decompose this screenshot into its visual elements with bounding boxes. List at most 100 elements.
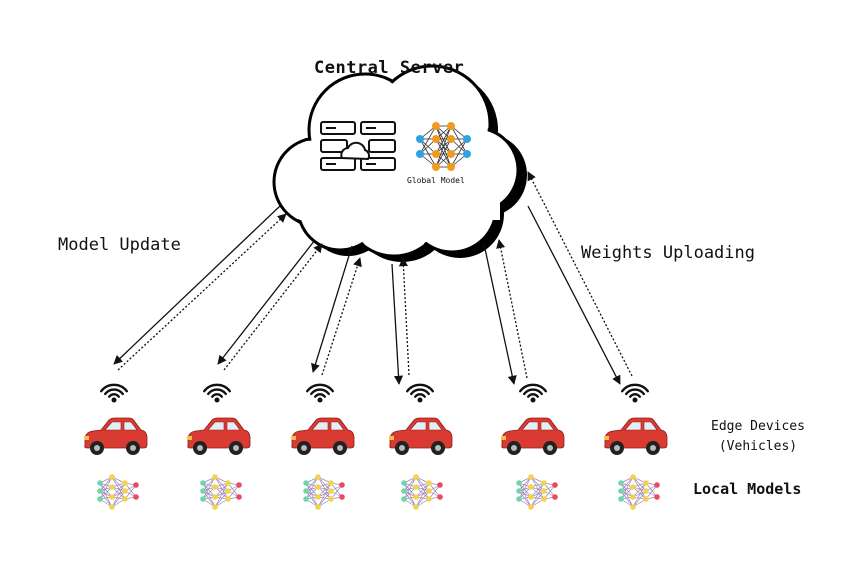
network-edge bbox=[330, 484, 343, 500]
car-window bbox=[330, 421, 345, 431]
network-node bbox=[97, 496, 103, 502]
network-node bbox=[643, 480, 649, 486]
neural-network-icon bbox=[416, 122, 471, 171]
network-edge bbox=[450, 125, 468, 155]
network-edge bbox=[435, 138, 452, 168]
car-window bbox=[207, 421, 225, 431]
car-window bbox=[123, 421, 138, 431]
network-edge bbox=[415, 486, 430, 500]
network-edge bbox=[99, 490, 113, 508]
network-node bbox=[437, 494, 443, 500]
car-hubcap bbox=[337, 445, 343, 451]
network-edge bbox=[428, 482, 441, 498]
network-edge bbox=[111, 482, 126, 508]
wifi-icon bbox=[621, 383, 649, 403]
network-node bbox=[339, 494, 345, 500]
network-edge bbox=[620, 490, 634, 508]
network-node bbox=[97, 480, 103, 486]
network-edge bbox=[202, 482, 216, 508]
network-node bbox=[225, 488, 231, 494]
network-node bbox=[413, 474, 419, 480]
network-edge bbox=[99, 476, 113, 500]
network-edge bbox=[202, 486, 216, 500]
network-node bbox=[447, 122, 455, 130]
network-edge bbox=[518, 482, 532, 508]
car-hubcap bbox=[130, 445, 136, 451]
wifi-arc bbox=[104, 388, 124, 396]
network-edge bbox=[124, 482, 137, 498]
network-node bbox=[643, 496, 649, 502]
network-node bbox=[200, 488, 206, 494]
network-node bbox=[432, 135, 440, 143]
network-node bbox=[236, 482, 242, 488]
network-node bbox=[437, 482, 443, 488]
car-hubcap bbox=[197, 445, 203, 451]
vehicles-group bbox=[84, 417, 668, 455]
network-edge bbox=[305, 482, 319, 498]
network-node bbox=[212, 484, 218, 490]
network-edge bbox=[620, 482, 634, 508]
model-update-arrow bbox=[527, 205, 621, 385]
network-edge bbox=[403, 486, 417, 500]
wifi-arc bbox=[314, 393, 326, 398]
network-edge bbox=[202, 490, 216, 508]
network-node bbox=[315, 474, 321, 480]
network-node bbox=[447, 163, 455, 171]
wifi-icon bbox=[406, 383, 434, 403]
server-cloud-icon bbox=[320, 121, 396, 171]
network-node bbox=[303, 496, 309, 502]
wifi-arc bbox=[621, 383, 649, 393]
network-edge bbox=[99, 476, 113, 492]
network-edge bbox=[415, 476, 430, 492]
car-window bbox=[624, 421, 642, 431]
network-node bbox=[618, 480, 624, 486]
network-node bbox=[413, 494, 419, 500]
neural-network-icon bbox=[303, 474, 345, 510]
network-node bbox=[200, 480, 206, 486]
neural-network-icon bbox=[97, 474, 139, 510]
network-node bbox=[109, 484, 115, 490]
network-node bbox=[109, 504, 115, 510]
network-node bbox=[315, 494, 321, 500]
central-server-title: Central Server bbox=[314, 58, 465, 78]
network-node bbox=[303, 488, 309, 494]
network-edge bbox=[305, 476, 319, 492]
model-update-arrow bbox=[311, 245, 353, 373]
network-node bbox=[109, 474, 115, 480]
car-hubcap bbox=[94, 445, 100, 451]
wifi-dot bbox=[317, 397, 323, 403]
network-node bbox=[339, 482, 345, 488]
network-edge bbox=[124, 484, 137, 500]
network-edge bbox=[518, 476, 532, 492]
weights-upload-arrow bbox=[398, 257, 410, 376]
model-update-arrow bbox=[113, 205, 281, 365]
network-edge bbox=[111, 476, 126, 500]
wifi-dot bbox=[417, 397, 423, 403]
network-node bbox=[630, 494, 636, 500]
network-node bbox=[528, 504, 534, 510]
network-edge bbox=[530, 490, 545, 508]
network-node bbox=[416, 150, 424, 158]
network-node bbox=[516, 488, 522, 494]
network-edge bbox=[518, 490, 532, 508]
car-headlight bbox=[84, 436, 89, 440]
network-node bbox=[328, 488, 334, 494]
wifi-arc bbox=[523, 388, 543, 396]
wifi-arc bbox=[203, 383, 231, 393]
car-hubcap bbox=[650, 445, 656, 451]
wifi-group bbox=[100, 383, 649, 403]
car-window bbox=[540, 421, 555, 431]
network-edge bbox=[620, 476, 634, 492]
network-node bbox=[328, 496, 334, 502]
network-edge bbox=[543, 484, 556, 500]
model-update-arrow bbox=[391, 263, 404, 385]
network-node bbox=[447, 150, 455, 158]
network-edge bbox=[419, 125, 437, 155]
network-node bbox=[122, 488, 128, 494]
network-node bbox=[643, 488, 649, 494]
network-node bbox=[212, 474, 218, 480]
network-node bbox=[447, 135, 455, 143]
network-edge bbox=[632, 476, 647, 492]
network-edge bbox=[435, 125, 452, 168]
